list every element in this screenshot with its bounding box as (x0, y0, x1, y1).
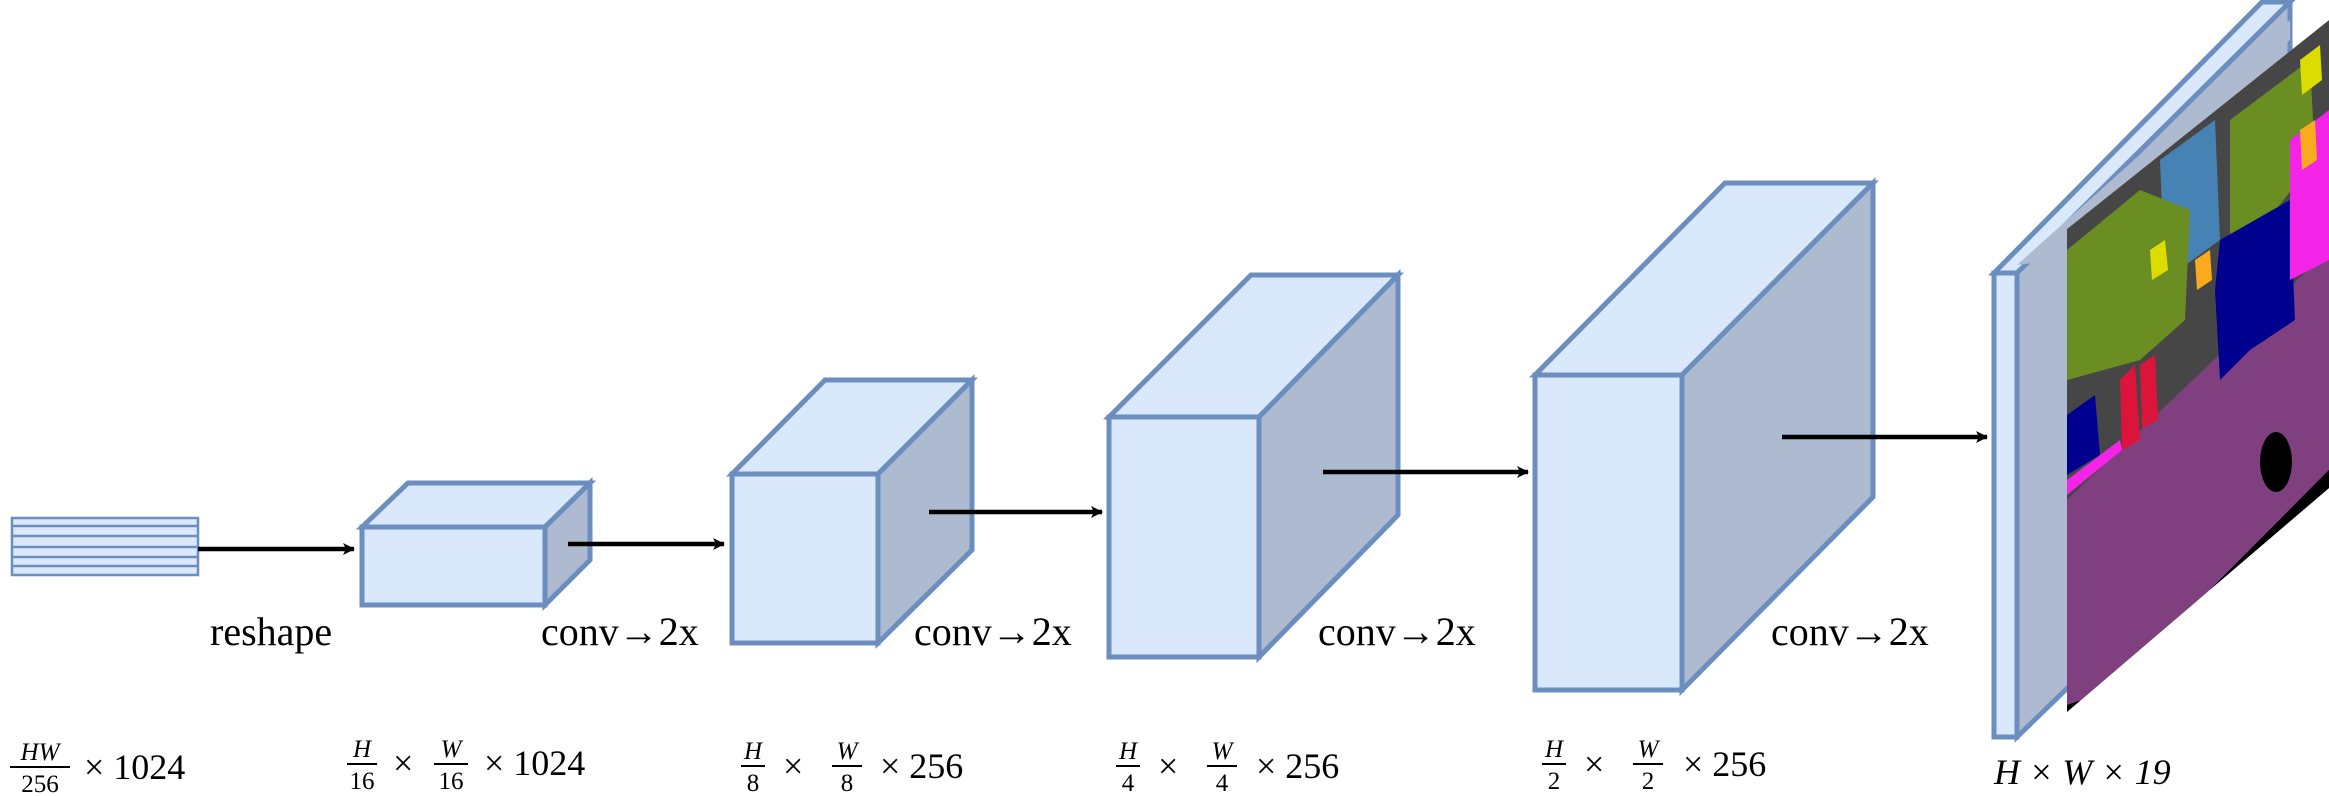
dim-output: H × W × 19 (1993, 752, 2171, 792)
dim-1-rest: × 1024 (484, 743, 585, 783)
label-conv-2: conv→2x (914, 609, 1072, 654)
svg-text:× 1024: × 1024 (484, 743, 585, 783)
feature-block-1 (355, 477, 597, 612)
label-conv-4: conv→2x (1771, 609, 1929, 654)
dim-3-a-num: H (1118, 738, 1139, 765)
dim-1-b-den: 16 (439, 768, 464, 795)
dim-input: HW 256 × 1024 (10, 739, 185, 796)
dim-3-b-den: 4 (1216, 770, 1229, 796)
segmentation-image (2067, 20, 2329, 712)
dim-block-4: H 2 × W 2 × 256 (1542, 736, 1766, 795)
svg-text:× 256: × 256 (880, 746, 963, 786)
feature-block-3 (1102, 268, 1404, 664)
dim-3-a-den: 4 (1122, 770, 1135, 796)
dim-4-times: × (1584, 744, 1604, 784)
dim-4-b-den: 2 (1642, 768, 1655, 795)
dim-4-rest: × 256 (1683, 744, 1766, 784)
dim-2-a-num: H (743, 738, 764, 765)
svg-text:×: × (1158, 746, 1178, 786)
dim-3-times: × (1158, 746, 1178, 786)
dim-1-b-num: W (441, 736, 464, 763)
dim-4-a-num: H (1544, 736, 1565, 763)
dim-2-times: × (783, 746, 803, 786)
label-conv-3: conv→2x (1318, 609, 1476, 654)
svg-text:×: × (393, 743, 413, 783)
dim-4-a-den: 2 (1548, 768, 1561, 795)
dim-block-1: H 16 × W 16 × 1024 (347, 736, 585, 795)
svg-text:×: × (783, 746, 803, 786)
dim-block-2: H 8 × W 8 × 256 (741, 738, 963, 796)
dim-1-a-den: 16 (350, 768, 375, 795)
dim-2-b-num: W (837, 738, 860, 765)
dim-4-b-num: W (1638, 736, 1661, 763)
dim-input-num: HW (20, 739, 62, 766)
svg-text:× 1024: × 1024 (84, 747, 185, 787)
svg-text:×: × (1584, 744, 1604, 784)
label-conv-1: conv→2x (541, 609, 699, 654)
svg-text:× 256: × 256 (1683, 744, 1766, 784)
label-reshape: reshape (210, 609, 332, 654)
dim-3-rest: × 256 (1256, 746, 1339, 786)
dim-2-rest: × 256 (880, 746, 963, 786)
dim-1-times: × (393, 743, 413, 783)
dim-input-den: 256 (21, 771, 59, 796)
dim-block-3: H 4 × W 4 × 256 (1116, 738, 1339, 796)
svg-text:× 256: × 256 (1256, 746, 1339, 786)
dim-1-a-num: H (352, 736, 373, 763)
token-stack (10, 516, 200, 577)
operation-labels: reshape conv→2x conv→2x conv→2x conv→2x (210, 609, 1929, 654)
arrows (198, 431, 1988, 555)
dim-2-b-den: 8 (841, 770, 854, 796)
dim-3-b-num: W (1212, 738, 1235, 765)
feature-block-2 (726, 373, 979, 649)
feature-block-4 (1529, 176, 1880, 697)
dimension-labels: HW 256 × 1024 H 16 × W 16 × 1024 H 8 × W… (10, 736, 2171, 796)
dim-2-a-den: 8 (747, 770, 760, 796)
dim-input-rest: × 1024 (84, 747, 185, 787)
